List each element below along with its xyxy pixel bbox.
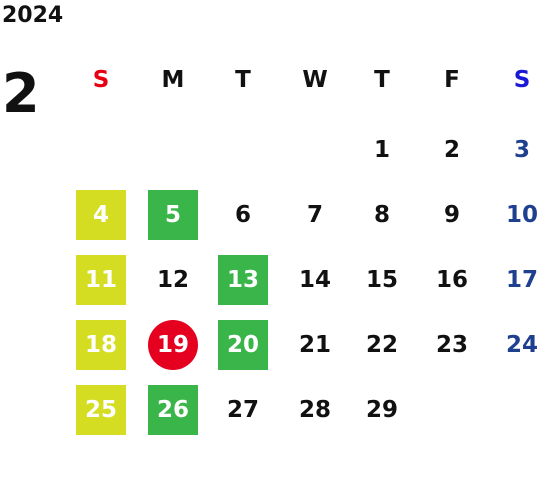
day-24[interactable]: 24 xyxy=(505,332,538,358)
day-9[interactable]: 9 xyxy=(443,202,460,228)
day-15[interactable]: 15 xyxy=(365,267,398,293)
weekday-sunday: S xyxy=(92,67,110,93)
day-17[interactable]: 17 xyxy=(505,267,538,293)
day-22[interactable]: 22 xyxy=(365,332,398,358)
day-27[interactable]: 27 xyxy=(226,397,259,423)
year-label: 2024 xyxy=(2,3,64,28)
day-6[interactable]: 6 xyxy=(234,202,251,228)
day-19[interactable]: 19 xyxy=(148,320,198,370)
day-16[interactable]: 16 xyxy=(435,267,468,293)
day-26[interactable]: 26 xyxy=(148,385,198,435)
day-18[interactable]: 18 xyxy=(76,320,126,370)
weekday-saturday: S xyxy=(513,67,531,93)
day-28[interactable]: 28 xyxy=(298,397,331,423)
day-13[interactable]: 13 xyxy=(218,255,268,305)
day-8[interactable]: 8 xyxy=(373,202,390,228)
day-7[interactable]: 7 xyxy=(306,202,323,228)
weekday-wednesday: W xyxy=(302,67,328,93)
day-5[interactable]: 5 xyxy=(148,190,198,240)
weekday-thursday: T xyxy=(374,67,390,93)
day-10[interactable]: 10 xyxy=(505,202,538,228)
day-4[interactable]: 4 xyxy=(76,190,126,240)
day-21[interactable]: 21 xyxy=(298,332,331,358)
day-23[interactable]: 23 xyxy=(435,332,468,358)
month-label: 2 xyxy=(2,62,40,125)
day-25[interactable]: 25 xyxy=(76,385,126,435)
day-12[interactable]: 12 xyxy=(156,267,189,293)
weekday-friday: F xyxy=(444,67,460,93)
day-11[interactable]: 11 xyxy=(76,255,126,305)
day-29[interactable]: 29 xyxy=(365,397,398,423)
day-14[interactable]: 14 xyxy=(298,267,331,293)
weekday-tuesday: T xyxy=(235,67,251,93)
day-1[interactable]: 1 xyxy=(373,137,390,163)
day-3[interactable]: 3 xyxy=(513,137,530,163)
day-20[interactable]: 20 xyxy=(218,320,268,370)
day-2[interactable]: 2 xyxy=(443,137,460,163)
weekday-monday: M xyxy=(161,67,185,93)
